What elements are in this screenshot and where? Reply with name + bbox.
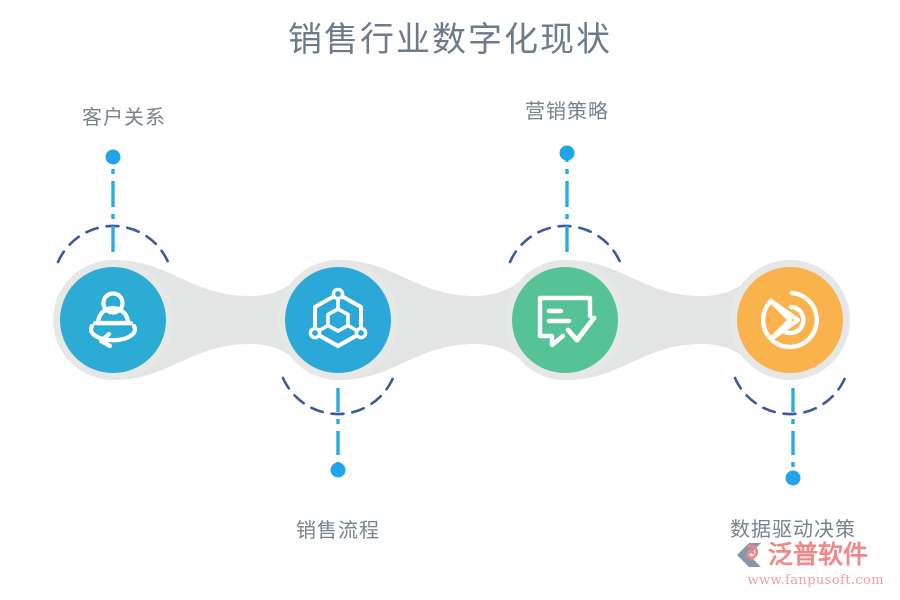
watermark-brand-name: 泛普软件 <box>768 540 869 569</box>
watermark-logo-row: 泛普软件 <box>734 538 884 572</box>
connector-ribbon <box>113 260 790 380</box>
stem-dot-customer-relations <box>105 149 121 165</box>
step-label-customer-relations: 客户关系 <box>82 105 166 129</box>
step-node-data-driven-decisions[interactable] <box>730 260 850 486</box>
node-disc-customer-relations[interactable] <box>60 267 166 373</box>
fanpu-swirl-logo-icon <box>737 543 761 567</box>
step-node-marketing-strategy[interactable] <box>505 145 625 381</box>
watermark-url: www.fanpusoft.com <box>747 573 884 588</box>
step-label-data-driven-decisions: 数据驱动决策 <box>730 517 856 541</box>
dashed-arc-marketing-strategy <box>508 224 622 264</box>
dashed-arc-sales-process <box>281 376 395 416</box>
step-label-sales-process: 销售流程 <box>296 518 380 542</box>
stem-dot-sales-process <box>330 462 346 478</box>
dashed-arc-data-driven-decisions <box>733 376 847 416</box>
stem-dot-data-driven-decisions <box>785 470 801 486</box>
step-label-marketing-strategy: 营销策略 <box>525 99 609 123</box>
step-node-customer-relations[interactable] <box>53 149 173 381</box>
page-title: 销售行业数字化现状 <box>288 20 612 60</box>
dashed-arc-customer-relations <box>56 224 170 264</box>
stem-dot-marketing-strategy <box>559 145 575 161</box>
watermark: 泛普软件 www.fanpusoft.com <box>734 538 884 592</box>
node-disc-sales-process[interactable] <box>285 267 391 373</box>
step-node-sales-process[interactable] <box>278 260 398 478</box>
